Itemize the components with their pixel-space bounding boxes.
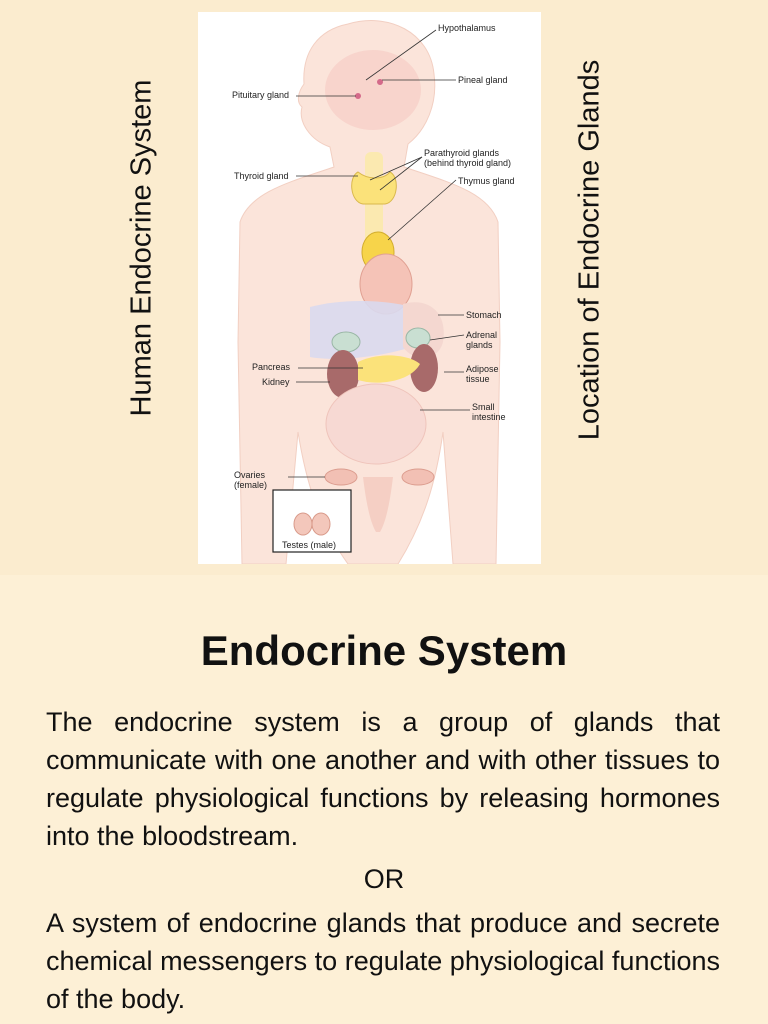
side-title-right: Location of Endocrine Glands [573,59,606,441]
kidney-right [410,344,438,392]
label-ovaries-line1: Ovaries [234,470,266,480]
label-ovaries-line2: (female) [234,480,268,490]
small-intestine [325,383,427,465]
kidney-left [327,350,359,398]
brain [325,50,421,130]
side-title-left: Human Endocrine System [125,79,158,417]
label-adipose-line2: tissue [466,374,490,384]
pancreas [358,355,420,383]
uterus [363,477,393,532]
page-title: Endocrine System [200,627,568,674]
definition-paragraph-1: The endocrine system is a group of gland… [46,707,720,851]
label-kidney: Kidney [262,377,290,387]
bottom-panel [0,575,768,1024]
definition-paragraph-2: A system of endocrine glands that produc… [46,908,720,1014]
label-testes: Testes (male) [282,540,337,550]
label-parathyroid-glands: Parathyroid glands [424,148,500,158]
adrenal-left [331,331,361,353]
label-pancreas: Pancreas [252,362,291,372]
label-adrenal-line1: Adrenal [466,330,498,340]
ovary-right [401,468,435,486]
label-pineal-gland: Pineal gland [458,75,508,85]
testis-right [311,512,331,536]
ovary-left [324,468,358,486]
pineal-dot [377,79,383,85]
thyroid [351,171,397,205]
testis-left [293,512,313,536]
label-adrenal-line2: glands [466,340,493,350]
label-stomach: Stomach [466,310,502,320]
endocrine-diagram: Hypothalamus Pineal gland Pituitary glan… [198,12,541,564]
label-adipose-line1: Adipose [466,364,499,374]
separator-or: OR [363,864,405,894]
leader-lines [288,29,470,478]
pituitary-dot [355,93,361,99]
label-parathyroid-note: (behind thyroid gland) [424,158,512,168]
label-pituitary-gland: Pituitary gland [232,90,290,100]
body-illustration [237,20,501,564]
label-thyroid-gland: Thyroid gland [234,171,289,181]
label-hypothalamus: Hypothalamus [438,23,496,33]
label-small-intestine-line1: Small [472,402,495,412]
label-thymus-gland: Thymus gland [458,176,515,186]
label-small-intestine-line2: intestine [472,412,506,422]
